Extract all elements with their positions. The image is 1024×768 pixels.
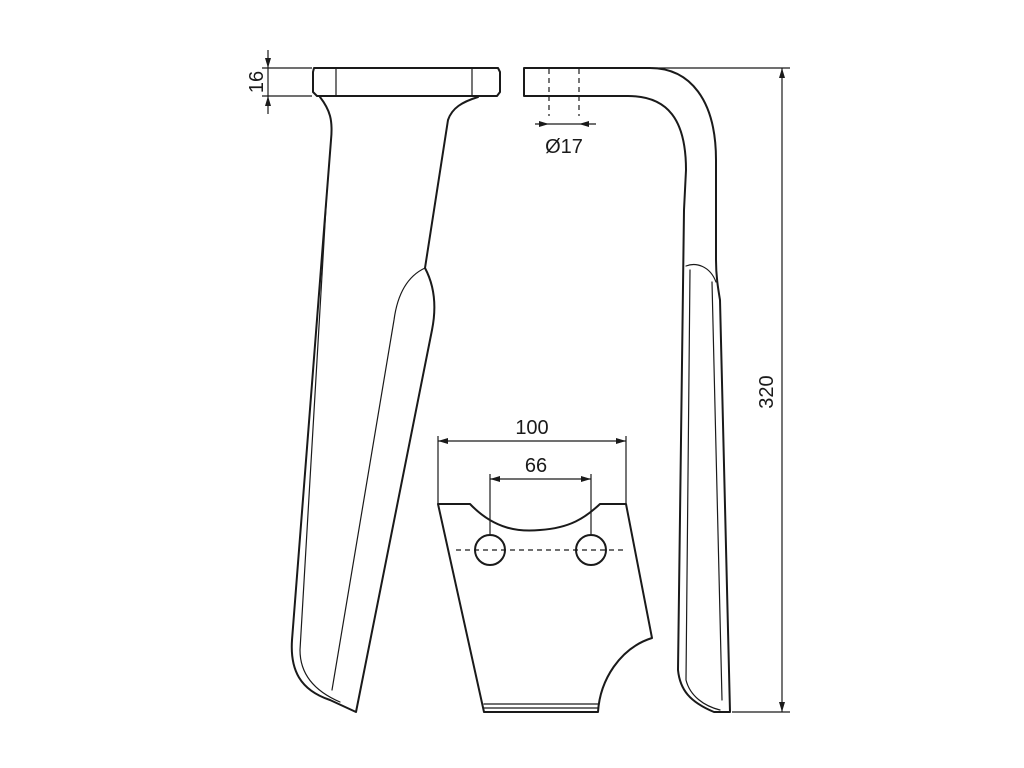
dim-hole-diameter: Ø17 bbox=[535, 121, 596, 158]
dim-100-arrow-left bbox=[438, 438, 448, 444]
dim-17-label: Ø17 bbox=[545, 136, 583, 158]
dim-16-label: 16 bbox=[246, 71, 268, 93]
dim-overall-height: 320 bbox=[652, 67, 790, 713]
dim-66-label: 66 bbox=[525, 455, 547, 477]
dim-100-arrow-right bbox=[616, 438, 626, 444]
side-view bbox=[523, 67, 731, 713]
dim-66-arrow-left bbox=[490, 476, 500, 482]
side-blade-outline bbox=[523, 67, 731, 713]
side-blade-inner-line bbox=[685, 263, 717, 283]
dim-hole-spacing: 66 bbox=[489, 455, 592, 534]
side-blade-edge-line-2 bbox=[711, 281, 723, 701]
plate-outline bbox=[437, 503, 653, 713]
plate-view bbox=[437, 503, 653, 713]
dim-320-label: 320 bbox=[756, 375, 778, 408]
plate-hole-left bbox=[474, 534, 506, 566]
front-flange bbox=[312, 67, 501, 97]
dim-320-arrow-top bbox=[779, 68, 785, 78]
front-blade-scoop bbox=[331, 267, 426, 691]
front-blade-outline bbox=[290, 96, 479, 713]
dim-17-arrow-right bbox=[579, 121, 589, 127]
dim-16-arrow-bottom bbox=[265, 96, 271, 106]
front-blade-inner-line bbox=[299, 189, 341, 703]
dim-66-arrow-right bbox=[581, 476, 591, 482]
front-view bbox=[290, 67, 501, 713]
dim-320-arrow-bottom bbox=[779, 702, 785, 712]
dim-plate-width: 100 bbox=[437, 417, 627, 504]
dim-16-arrow-top bbox=[265, 58, 271, 68]
side-blade-edge-line bbox=[685, 269, 721, 711]
dim-17-arrow-left bbox=[539, 121, 549, 127]
dim-100-label: 100 bbox=[515, 417, 548, 439]
dim-flange-thickness: 16 bbox=[246, 50, 312, 114]
